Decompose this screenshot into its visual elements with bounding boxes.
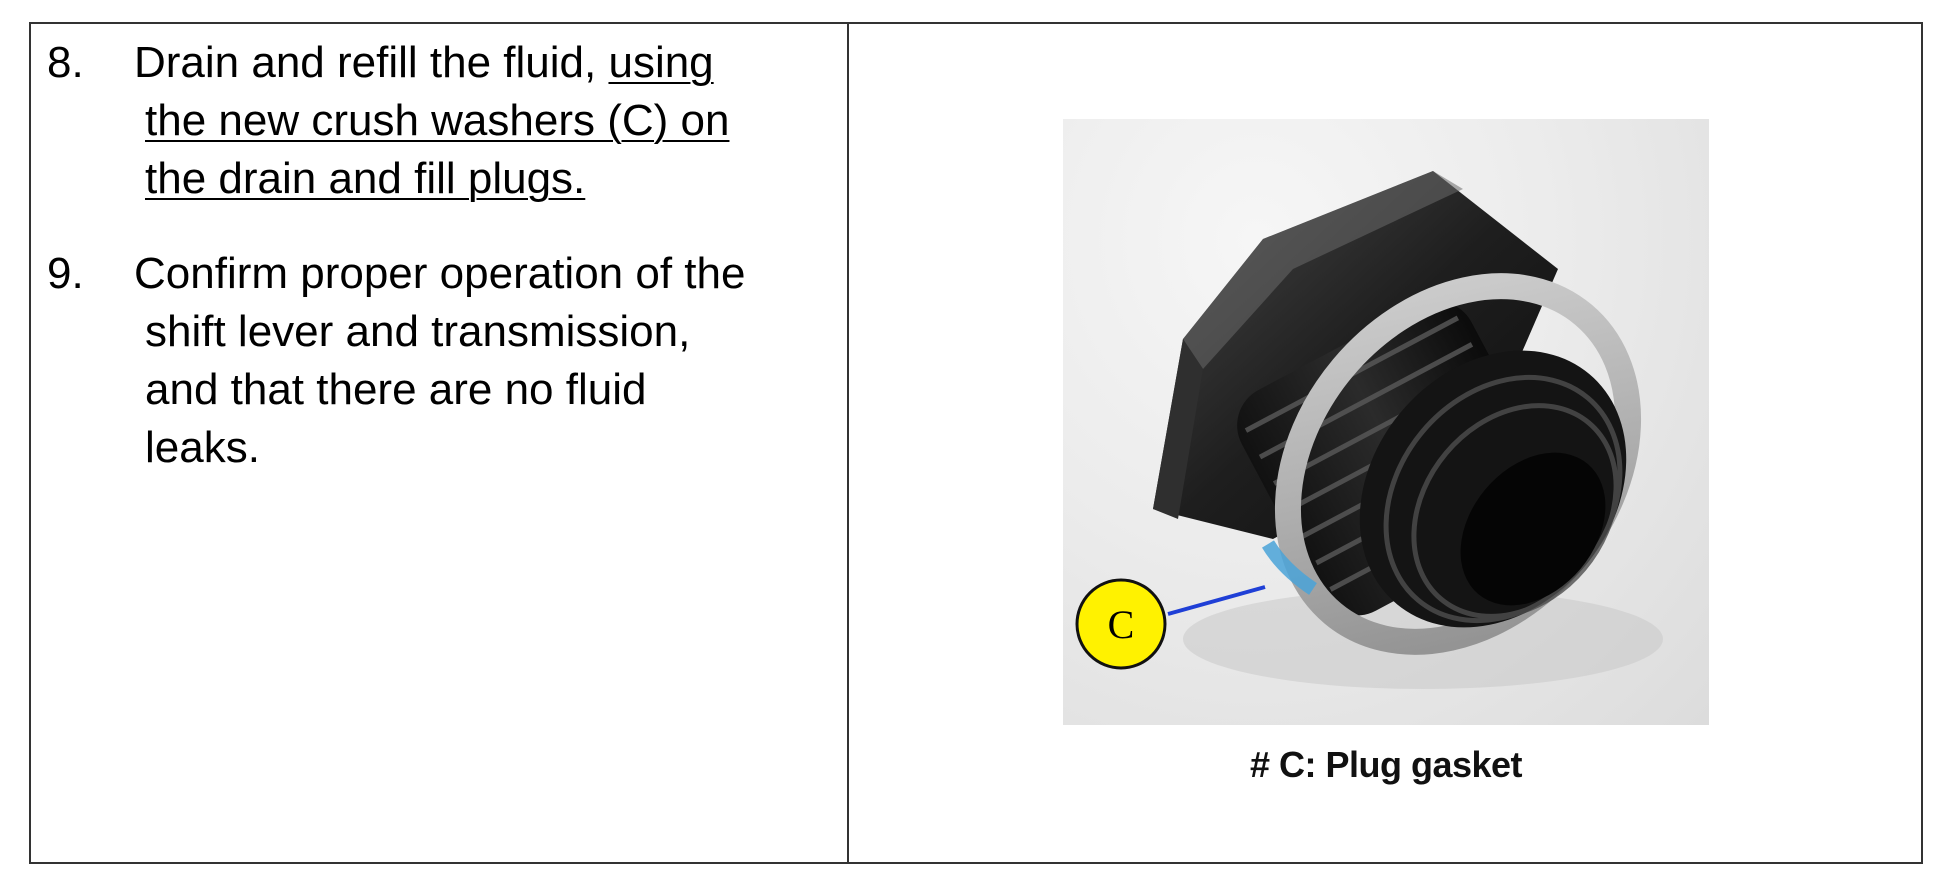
step-line-underlined: using (608, 38, 714, 87)
drain-plug-photo: C (1063, 119, 1709, 725)
steps-cell: 8. Drain and refill the fluid, using the… (31, 24, 849, 862)
step-line: leaks. (145, 423, 260, 472)
step-line: shift lever and transmission, (145, 307, 691, 356)
drain-plug-illustration: C (1075, 171, 1663, 689)
callout-leader-line (1167, 585, 1266, 616)
step-number: 9. (47, 249, 84, 298)
instruction-table: 8. Drain and refill the fluid, using the… (29, 22, 1923, 864)
figure-cell: C # C: Plug gasket (849, 24, 1921, 862)
step-line: Drain and refill the fluid, using (134, 34, 845, 92)
step-text: Confirm proper operation of the shift le… (134, 245, 845, 477)
callout-label: C (1108, 602, 1135, 647)
step-line-plain: Drain and refill the fluid, (134, 38, 609, 87)
step-text: Drain and refill the fluid, using the ne… (134, 34, 845, 208)
step-line: and that there are no fluid (145, 365, 647, 414)
step-line: Confirm proper operation of the (134, 249, 746, 298)
callout-circle (1075, 578, 1167, 670)
figure-caption: # C: Plug gasket (1249, 744, 1523, 785)
step-number: 8. (47, 38, 84, 87)
step-line-underlined: the drain and fill plugs. (145, 154, 586, 203)
step-line-underlined: the new crush washers (C) on (145, 96, 730, 145)
